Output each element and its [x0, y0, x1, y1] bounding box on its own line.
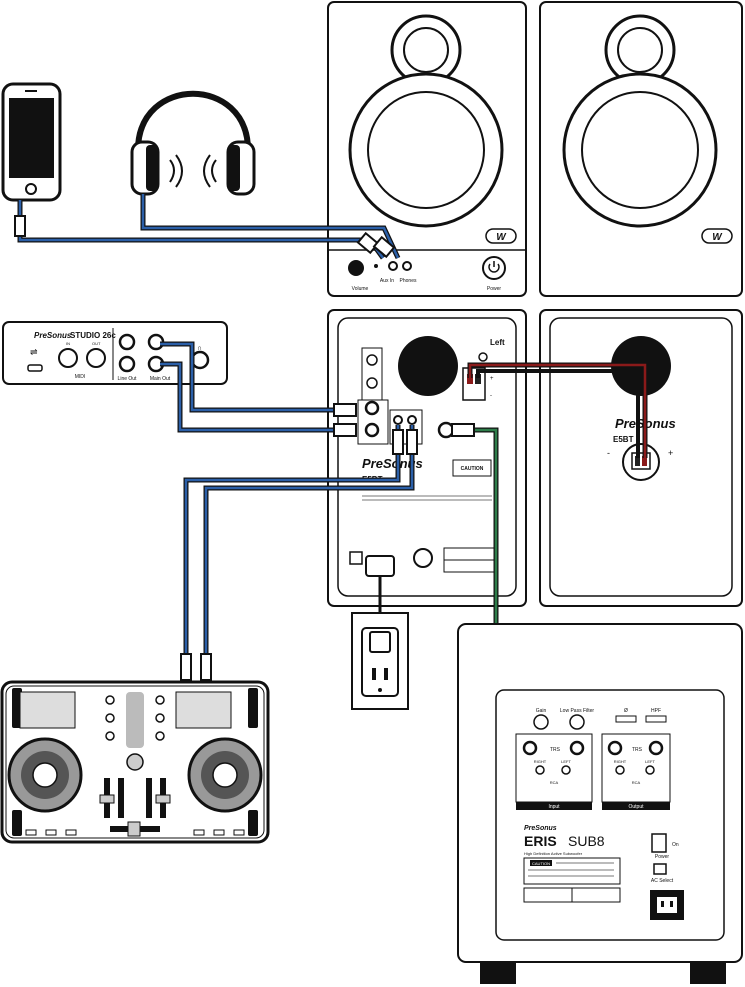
midi-out-label: OUT	[92, 341, 101, 346]
sub-caution-label: CAUTION	[532, 861, 550, 866]
sub-trs-out-label: TRS	[632, 747, 643, 753]
sub-power-label: Power	[655, 854, 670, 860]
sub-subtitle: High Definition Active Subwoofer	[524, 851, 583, 856]
sub-rca-in-label: RCA	[550, 780, 559, 785]
sub-series: ERIS	[524, 833, 557, 849]
headphone-icon: ∩	[197, 345, 202, 352]
interface-brand: PreSonus	[34, 331, 72, 340]
sub-right-in-label: RIGHT	[534, 759, 547, 764]
right-plus-label: +	[668, 448, 673, 458]
rear-speaker-right: PreSonus E5BT - +	[539, 309, 743, 607]
hpf-label: HPF	[651, 708, 661, 714]
rear-speaker-left: Left + - PreSonus E5BT CAUTION	[327, 309, 527, 607]
usb-icon: ⇌	[30, 347, 38, 357]
aux-cable	[14, 194, 401, 260]
caution-label: CAUTION	[461, 466, 484, 472]
plus-terminal-label: +	[490, 376, 494, 382]
sub-left-out-label: LEFT	[645, 759, 655, 764]
power-label: Power	[487, 286, 502, 292]
volume-label: Volume	[352, 286, 369, 292]
smartphone	[1, 82, 62, 202]
headphones	[130, 90, 256, 196]
power-plug	[351, 555, 409, 710]
front-logo-icon: W	[712, 232, 723, 243]
phase-label: Ø	[624, 708, 628, 714]
right-minus-label: -	[607, 448, 610, 458]
dj-cables	[180, 425, 418, 681]
ac-select-label: AC Select	[651, 878, 674, 884]
sub-right-out-label: RIGHT	[614, 759, 627, 764]
front-speaker-right: W	[539, 1, 743, 297]
front-logo-icon: W	[496, 232, 507, 243]
line-out-label: Line Out	[118, 376, 138, 382]
sub-model: SUB8	[568, 833, 605, 849]
aux-in-label: Aux In	[380, 278, 394, 284]
sub-brand: PreSonus	[524, 825, 557, 832]
volume-knob	[348, 260, 364, 276]
interface-model: STUDIO 26c	[70, 331, 116, 340]
dj-controller	[0, 680, 270, 844]
power-button	[482, 256, 506, 280]
rear-brand: PreSonus	[362, 456, 423, 471]
main-out-label: Main Out	[150, 376, 171, 382]
right-rear-model: E5BT	[613, 435, 634, 444]
subwoofer: Gain Low Pass Filter Ø HPF TRS TRS RIGHT…	[457, 623, 743, 984]
input-label: Input	[548, 804, 560, 810]
minus-terminal-label: -	[490, 393, 492, 399]
left-label: Left	[490, 338, 505, 347]
audio-interface: PreSonus STUDIO 26c ⇌ IN OUT MIDI Line O…	[2, 321, 228, 385]
sub-left-in-label: LEFT	[561, 759, 571, 764]
lpf-label: Low Pass Filter	[560, 708, 595, 714]
front-speaker-left: W Volume Aux In Phones Power	[327, 1, 527, 297]
output-label: Output	[628, 804, 644, 810]
speaker-wire	[467, 362, 648, 458]
on-label: On	[672, 842, 679, 848]
midi-label: MIDI	[75, 374, 86, 380]
gain-label: Gain	[536, 708, 547, 714]
phones-label: Phones	[400, 278, 417, 284]
sub-rca-out-label: RCA	[632, 780, 641, 785]
midi-in-label: IN	[66, 341, 70, 346]
sub-trs-in-label: TRS	[550, 747, 561, 753]
main-out-cables	[160, 341, 357, 437]
